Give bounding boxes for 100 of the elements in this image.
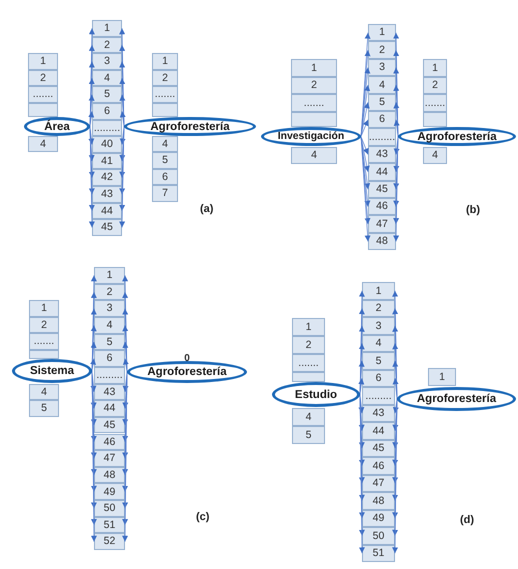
number-cell: 3 [368, 58, 396, 76]
number-cell: ....... [291, 94, 337, 112]
number-cell: 2 [423, 76, 447, 94]
number-cell: 47 [362, 474, 395, 492]
number-cell: ....... [29, 333, 59, 350]
number-cell: 43 [362, 404, 395, 422]
empty-cell [423, 112, 447, 127]
number-cell: 6 [92, 103, 122, 120]
number-cell: 1 [94, 267, 125, 284]
number-cell: ......... [94, 366, 125, 384]
number-cell: ....... [152, 86, 178, 102]
number-cell: 46 [368, 198, 396, 216]
number-cell: 1 [428, 368, 456, 386]
term-ellipse: Agroforestería [398, 127, 516, 146]
number-cell: 44 [368, 163, 396, 181]
number-cell: 1 [362, 282, 395, 300]
number-cell: 4 [152, 136, 178, 152]
arrow [358, 378, 364, 395]
number-cell: 4 [368, 76, 396, 94]
term-ellipse: Investigación [261, 127, 361, 146]
number-cell: 45 [368, 180, 396, 198]
number-cell: 2 [29, 316, 59, 334]
number-cell: 5 [152, 152, 178, 168]
number-cell: 40 [92, 136, 122, 153]
term-ellipse: Estudio [272, 382, 360, 407]
number-cell: 1 [423, 59, 447, 76]
number-cell: 44 [362, 422, 395, 440]
number-cell: 6 [152, 168, 178, 185]
number-cell: 2 [291, 76, 337, 94]
number-cell: 45 [94, 416, 125, 434]
number-cell: 5 [292, 426, 325, 444]
number-cell: 4 [28, 136, 58, 152]
arrow [90, 358, 96, 372]
arrow [360, 136, 369, 155]
number-cell: ....... [28, 86, 58, 102]
number-cell: 2 [368, 41, 396, 59]
number-cell: 5 [94, 334, 125, 350]
number-cell: 48 [368, 232, 396, 250]
number-cell: 49 [94, 483, 125, 500]
number-cell: 4 [292, 408, 325, 426]
number-cell: 5 [368, 94, 396, 111]
number-cell: 47 [368, 215, 396, 233]
number-cell: 5 [29, 400, 59, 417]
number-cell: 47 [94, 450, 125, 467]
panel-label: (c) [196, 511, 210, 523]
number-cell: 2 [94, 284, 125, 300]
note-text: 0 [184, 353, 190, 364]
number-cell: 41 [92, 152, 122, 170]
arrow [88, 110, 94, 127]
number-cell: 1 [152, 53, 178, 70]
number-cell: 6 [94, 350, 125, 367]
arrow [360, 102, 370, 137]
number-cell: 1 [29, 300, 59, 317]
number-cell: 45 [362, 440, 395, 457]
number-cell: ....... [423, 94, 447, 112]
number-cell: 6 [362, 370, 395, 387]
number-cell: 49 [362, 510, 395, 527]
number-cell: 43 [368, 146, 396, 164]
empty-cell [28, 102, 58, 117]
empty-cell [292, 372, 325, 382]
number-cell: 1 [291, 59, 337, 76]
number-cell: ....... [292, 354, 325, 372]
empty-cell [291, 112, 337, 127]
number-cell: 51 [94, 516, 125, 534]
empty-cell [29, 350, 59, 359]
number-cell: 51 [362, 544, 395, 562]
number-cell: 4 [291, 146, 337, 164]
panel-label: (d) [460, 514, 474, 526]
term-ellipse: Área [24, 117, 90, 136]
number-cell: 50 [94, 500, 125, 517]
panel-label: (a) [200, 203, 214, 215]
number-cell: 5 [92, 86, 122, 103]
term-ellipse: Sistema [12, 359, 92, 383]
arrow [122, 358, 129, 372]
number-cell: 1 [28, 53, 58, 70]
number-cell: ......... [362, 387, 395, 404]
number-cell: 1 [368, 24, 396, 42]
number-cell: 3 [92, 53, 122, 70]
number-cell: 4 [29, 384, 59, 400]
number-cell: 4 [423, 146, 447, 164]
panel-label: (b) [466, 204, 480, 216]
number-cell: ......... [92, 120, 122, 136]
arrow [360, 119, 368, 137]
number-cell: 4 [362, 334, 395, 352]
number-cell: 45 [92, 219, 122, 236]
number-cell: 4 [94, 316, 125, 334]
number-cell: 44 [92, 202, 122, 220]
number-cell: 7 [152, 185, 178, 202]
number-cell: 48 [362, 492, 395, 510]
number-cell: 52 [94, 533, 125, 550]
number-cell: 3 [362, 317, 395, 334]
number-cell: 5 [362, 352, 395, 370]
number-cell: 48 [94, 466, 125, 484]
number-cell: 1 [92, 20, 122, 37]
number-cell: 46 [362, 457, 395, 474]
number-cell: ......... [368, 128, 396, 146]
arrow [360, 136, 370, 172]
term-ellipse: Agroforestería [124, 117, 256, 136]
number-cell: 2 [152, 70, 178, 86]
number-cell: 2 [92, 36, 122, 54]
